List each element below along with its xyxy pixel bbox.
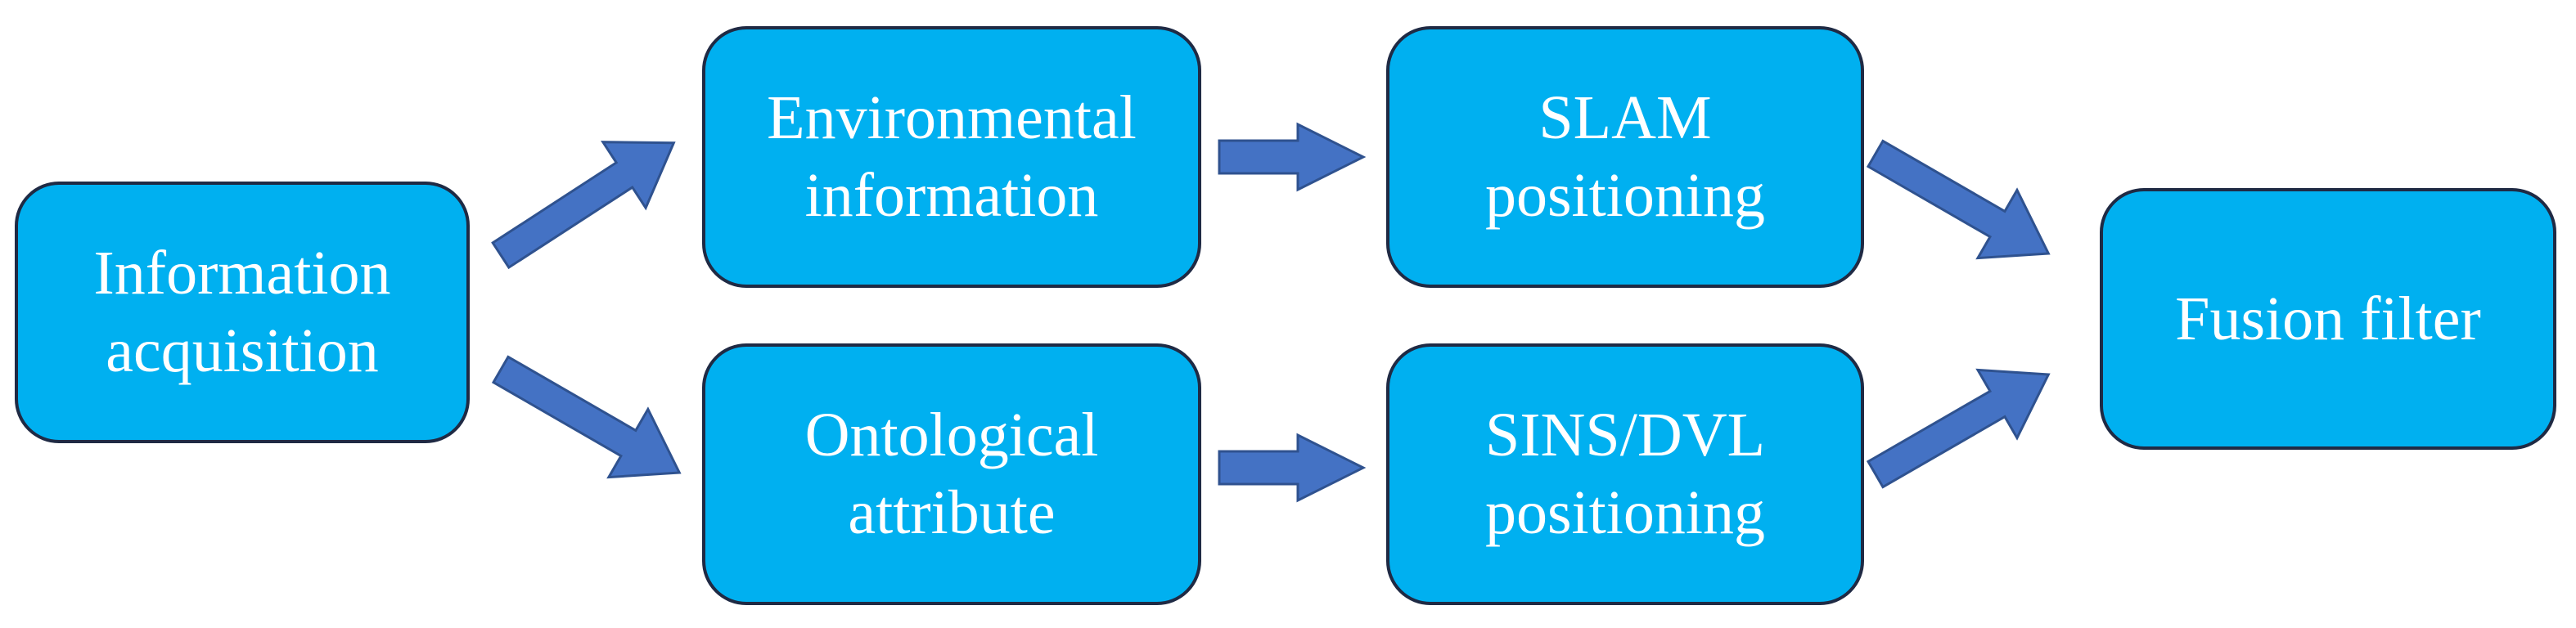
ontological-attribute-box: Ontological attribute bbox=[702, 343, 1201, 605]
slam-positioning-label: SLAM positioning bbox=[1484, 83, 1766, 230]
ontological-attribute-label: Ontological attribute bbox=[804, 401, 1099, 547]
sins-dvl-positioning-box: SINS/DVL positioning bbox=[1386, 343, 1864, 605]
information-acquisition-box: Information acquisition bbox=[15, 182, 470, 443]
fusion-filter-label: Fusion filter bbox=[2175, 284, 2481, 353]
environmental-information-box: Environmental information bbox=[702, 26, 1201, 288]
sins-dvl-positioning-label: SINS/DVL positioning bbox=[1484, 401, 1766, 547]
arrow-slam-to-fusion bbox=[1866, 139, 2051, 260]
environmental-information-label: Environmental information bbox=[767, 83, 1137, 230]
arrow-sins-dvl-to-fusion bbox=[1866, 368, 2051, 489]
arrow-acquisition-to-ontological bbox=[491, 355, 682, 479]
slam-positioning-box: SLAM positioning bbox=[1386, 26, 1864, 288]
arrow-ontological-to-sins-dvl bbox=[1218, 433, 1367, 503]
arrow-acquisition-to-environmental bbox=[491, 141, 676, 270]
fusion-filter-box: Fusion filter bbox=[2100, 188, 2556, 450]
information-acquisition-label: Information acquisition bbox=[93, 239, 391, 385]
arrow-environmental-to-slam bbox=[1218, 122, 1367, 192]
